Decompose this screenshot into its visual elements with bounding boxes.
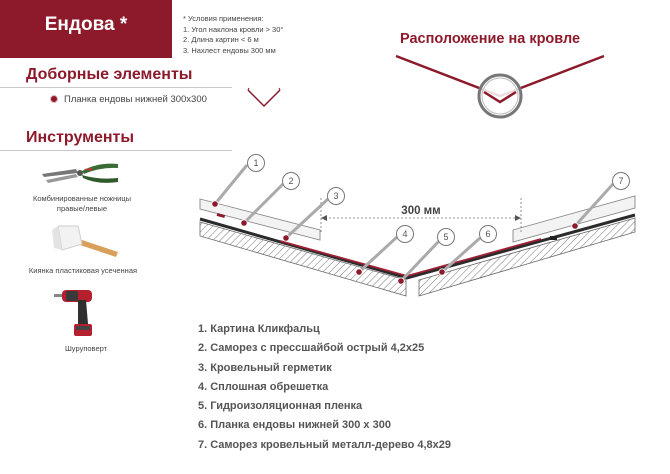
tool-label-line: Комбинированные ножницы (32, 194, 132, 203)
tool-label-screwdriver: Шуруповерт (0, 344, 172, 354)
underlayment-membrane (199, 213, 636, 280)
left-panel (199, 198, 321, 241)
dimension-label: 300 мм (401, 205, 440, 217)
callout-number: 7 (618, 176, 623, 186)
usage-conditions: * Условия применения: 1. Угол наклона кр… (183, 14, 283, 56)
roof-placement-figure (395, 54, 605, 119)
callout-number: 6 (485, 229, 490, 239)
page-title: Ендова * (44, 14, 128, 35)
callout-2: 2 (240, 172, 300, 227)
right-panel (512, 195, 636, 243)
legend-item: 3. Кровельный герметик (198, 361, 332, 374)
callout-5: 5 (397, 228, 455, 285)
left-panel-mark (216, 212, 226, 218)
valley-cross-section: 300 мм 1 2 3 4 5 6 7 (199, 154, 636, 297)
legend-item: 2. Саморез с прессшайбой острый 4,2х25 (198, 342, 425, 355)
callout-number: 1 (253, 158, 258, 168)
callout-6: 6 (438, 225, 497, 276)
section-divider (0, 150, 232, 151)
condition-item: 3. Нахлест ендовы 300 мм (183, 45, 276, 55)
accessory-item: Планка ендовы нижней 300х300 (50, 94, 207, 105)
screwdriver-icon (54, 290, 92, 336)
sheathing (199, 217, 636, 297)
legend-item: 5. Гидроизоляционная пленка (198, 400, 363, 413)
condition-item: 2. Длина картин < 6 м (183, 35, 259, 44)
right-panel-mark (550, 236, 557, 240)
legend-item: 4. Сплошная обрешетка (198, 380, 329, 393)
callout-3: 3 (282, 187, 345, 242)
callout-number: 4 (402, 229, 407, 239)
callout-number: 2 (288, 176, 293, 186)
legend-list: 1. Картина Кликфальц 2. Саморез с прессш… (198, 320, 451, 455)
mallet-icon (52, 225, 118, 257)
section-divider (0, 87, 232, 88)
legend-item: 1. Картина Кликфальц (198, 323, 320, 335)
conditions-heading: * Условия применения: (183, 14, 264, 23)
tool-label-mallet: Киянка пластиковая усеченная (0, 266, 166, 276)
valley-strip-icon (247, 87, 281, 108)
tool-label-line: Киянка пластиковая усеченная (28, 266, 138, 275)
callout-4: 4 (355, 225, 414, 276)
legend-item: 7. Саморез кровельный металл-дерево 4,8х… (198, 438, 452, 451)
title-tab (0, 0, 172, 58)
tool-label-line: правые/левые (56, 204, 108, 213)
legend-item: 6. Планка ендовы нижней 300 х 300 (198, 419, 391, 432)
scissors-icon (42, 163, 118, 183)
roof-placement-title: Расположение на кровле (400, 31, 581, 47)
dimension-300 (320, 198, 522, 234)
accessory-item-label: Планка ендовы нижней 300х300 (64, 94, 207, 105)
callout-7: 7 (571, 172, 630, 230)
callout-number: 5 (443, 232, 448, 242)
accessories-heading: Доборные элементы (26, 66, 193, 83)
callout-1: 1 (211, 154, 265, 208)
callout-number: 3 (333, 191, 338, 201)
bullet-icon (50, 95, 58, 104)
tools-heading: Инструменты (26, 129, 135, 146)
tool-label-line: Шуруповерт (64, 344, 108, 353)
condition-item: 1. Угол наклона кровли > 30° (183, 24, 284, 34)
tool-label-scissors: Комбинированные ножницы правые/левые (0, 194, 164, 214)
